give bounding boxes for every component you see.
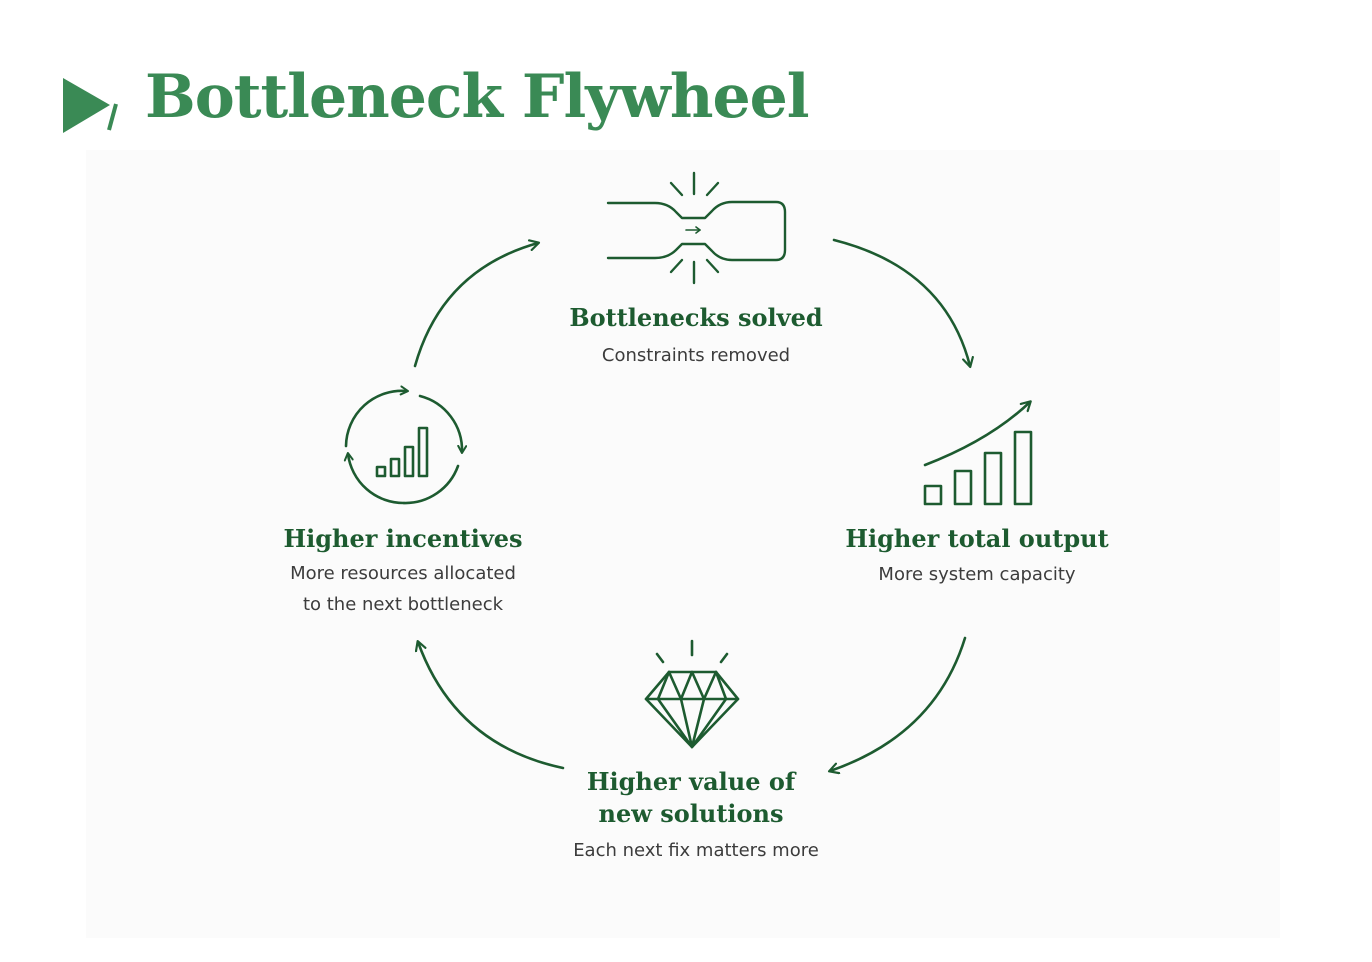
arrow-left-to-top <box>413 243 538 368</box>
arrow-top-to-right <box>832 238 970 366</box>
page-title: Bottleneck Flywheel <box>145 62 810 132</box>
node-left-title: Higher incentives <box>283 524 523 553</box>
node-left-subtitle-line1: More resources allocated <box>290 563 516 584</box>
node-top-subtitle: Constraints removed <box>601 345 791 366</box>
bottleneck-pipe-icon <box>606 171 787 285</box>
node-top-title: Bottlenecks solved <box>569 303 823 332</box>
node-right-title: Higher total output <box>845 524 1109 553</box>
node-right-subtitle: More system capacity <box>878 564 1076 585</box>
diamond-icon <box>644 639 740 749</box>
arrow-bottom-to-left <box>418 642 565 770</box>
node-left-subtitle-line2: to the next bottleneck <box>302 594 504 615</box>
cycle-bar-chart-icon <box>343 385 468 505</box>
node-bottom-subtitle: Each next fix matters more <box>573 840 819 861</box>
play-slash-logo-icon <box>63 78 118 133</box>
growth-bar-chart-icon <box>923 402 1033 506</box>
cycle-arrows <box>413 238 970 771</box>
arrow-right-to-bottom <box>830 636 967 771</box>
diagram-panel <box>86 150 1280 938</box>
node-bottom-title-line2: new solutions <box>598 799 784 828</box>
node-bottom-title-line1: Higher value of <box>586 767 796 796</box>
